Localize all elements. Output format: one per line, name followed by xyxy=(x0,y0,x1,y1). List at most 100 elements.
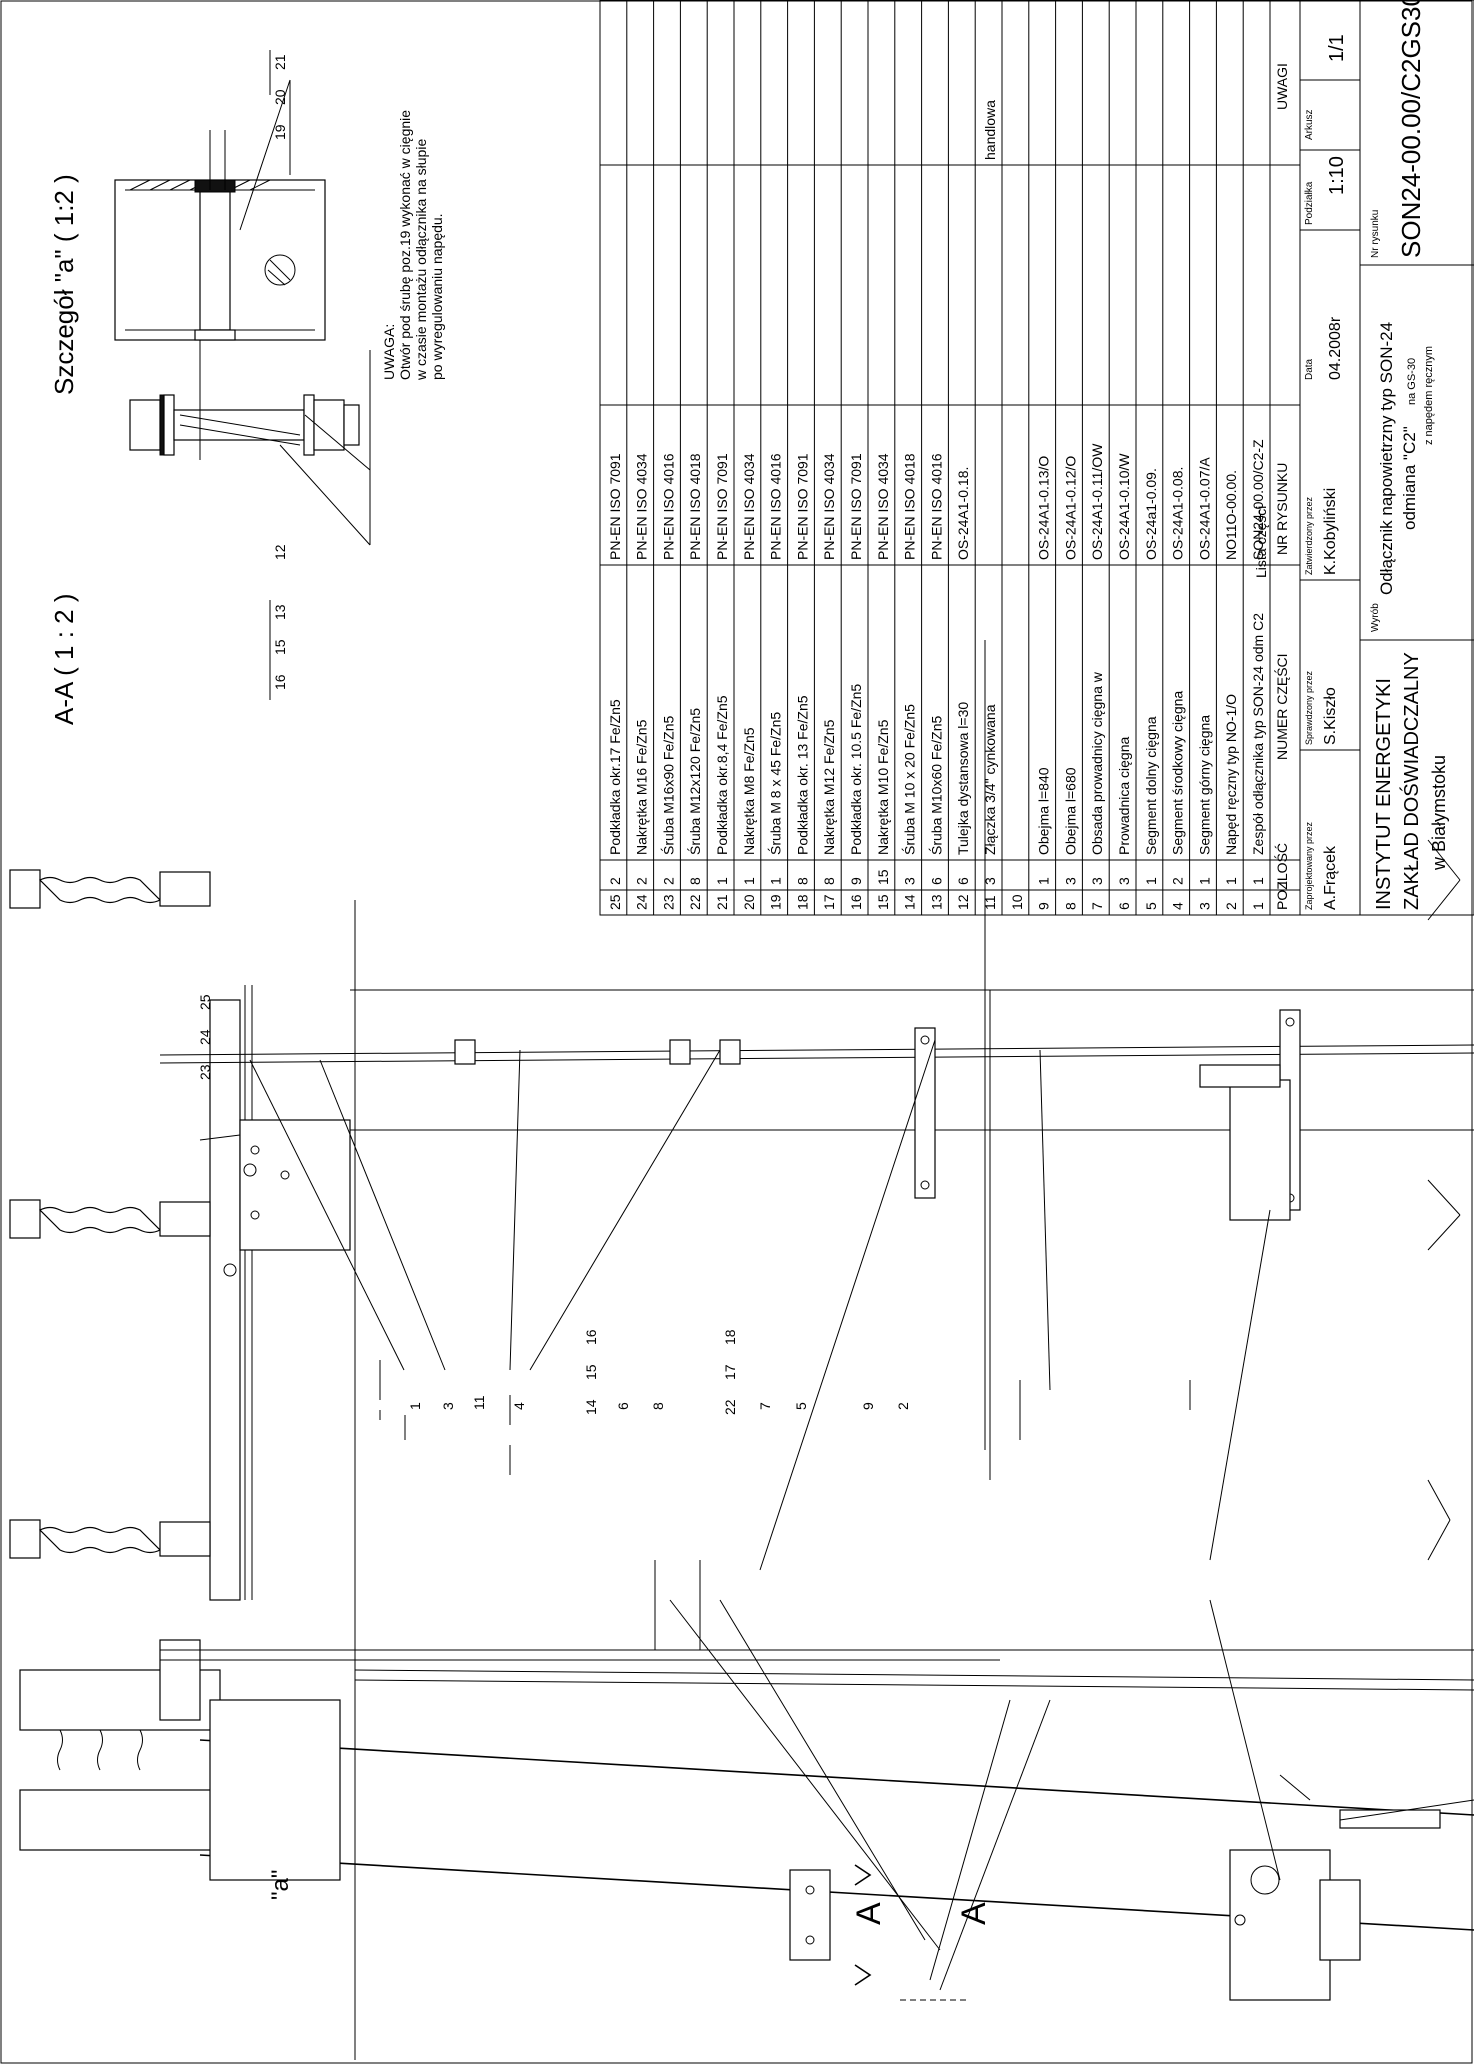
parts-row-ilosc: 2 xyxy=(1170,877,1186,885)
parts-row-poz: 6 xyxy=(1116,902,1132,910)
parts-row-name: Śruba M 10 x 20 Fe/Zn5 xyxy=(901,704,918,855)
note-line-1: Otwór pod śrubę poz.19 wykonać w cięgnie xyxy=(397,110,413,380)
parts-row-ilosc: 1 xyxy=(741,877,757,885)
parts-row-name: Podkładka okr. 10.5 Fe/Zn5 xyxy=(848,684,864,855)
callout-6: 6 xyxy=(615,1402,631,1410)
parts-row-number: OS-24A1-0.08. xyxy=(1170,467,1186,560)
parts-row-number: PN-EN ISO 7091 xyxy=(794,453,810,560)
date-value: 04.2008r xyxy=(1327,316,1344,380)
callout-1: 1 xyxy=(407,1402,423,1410)
da-callout-20: 20 xyxy=(272,89,288,105)
section-aa-title: A-A ( 1 : 2 ) xyxy=(49,594,79,726)
parts-row-ilosc: 1 xyxy=(1143,877,1159,885)
parts-row-ilosc: 15 xyxy=(875,869,891,885)
parts-row-number: PN-EN ISO 4016 xyxy=(660,453,676,560)
callout-17: 17 xyxy=(722,1364,738,1380)
aa-callout-16: 16 xyxy=(272,674,288,690)
title-block: Zaprojektowany przez A.Frącek Sprawdzony… xyxy=(1299,0,1474,916)
parts-row-name: Zespół odłącznika typ SON-24 odm C2 xyxy=(1250,613,1266,855)
parts-row-poz: 23 xyxy=(660,894,676,910)
parts-row-name: Tulejka dystansowa l=30 xyxy=(955,702,971,855)
callout-leaders xyxy=(199,1039,1281,1991)
parts-row-poz: 13 xyxy=(928,894,944,910)
product-line-3: z napędem ręcznym xyxy=(1423,346,1435,445)
note-title: UWAGA: xyxy=(381,324,397,380)
parts-row-number: SON24-00.00/C2-Z xyxy=(1250,439,1266,560)
parts-row-poz: 11 xyxy=(982,895,998,910)
parts-row-ilosc: 1 xyxy=(1250,877,1266,885)
parts-row-ilosc: 1 xyxy=(714,877,730,885)
callout-15-a: 15 xyxy=(583,1364,599,1380)
note-line-3: po wyregulowaniu napędu. xyxy=(429,213,445,380)
parts-row-name: Podkładka okr.17 Fe/Zn5 xyxy=(607,699,623,855)
callout-16-a: 16 xyxy=(583,1329,599,1345)
parts-row-number: PN-EN ISO 4016 xyxy=(768,453,784,560)
parts-row-poz: 12 xyxy=(955,894,971,910)
parts-row-number: OS-24a1-0.09. xyxy=(1143,468,1159,560)
parts-row-ilosc: 2 xyxy=(634,877,650,885)
parts-row-number: OS-24A1-0.07/A xyxy=(1196,457,1212,560)
section-cut-markers: A A "a" xyxy=(267,1774,1311,2001)
parts-row-poz: 21 xyxy=(714,894,730,910)
parts-row-name: Śruba M12x120 Fe/Zn5 xyxy=(686,708,703,855)
da-callout-19: 19 xyxy=(272,124,288,140)
company-line-1: INSTYTUT ENERGETYKI xyxy=(1373,678,1395,910)
parts-row-name: Segment środkowy cięgna xyxy=(1170,691,1186,855)
parts-row-name: Nakrętka M16 Fe/Zn5 xyxy=(634,719,650,855)
section-marker-left: A xyxy=(850,1902,888,1925)
checked-by-label: Sprawdzony przez xyxy=(1304,670,1314,745)
parts-row-poz: 2 xyxy=(1223,902,1239,910)
designed-by-label: Zaprojektowany przez xyxy=(1304,821,1314,910)
parts-row-poz: 1 xyxy=(1250,902,1266,910)
parts-row-poz: 4 xyxy=(1170,902,1186,910)
callout-22: 22 xyxy=(722,1399,738,1415)
callout-18: 18 xyxy=(722,1329,738,1345)
da-callout-21: 21 xyxy=(272,54,288,70)
parts-row-name: Podkładka okr. 13 Fe/Zn5 xyxy=(794,695,810,855)
side-elevation-view xyxy=(19,1639,1474,2001)
approved-by-label: Zatwierdzony przez xyxy=(1304,496,1314,575)
parts-row-poz: 9 xyxy=(1036,902,1052,910)
parts-row-ilosc: 1 xyxy=(1223,877,1239,885)
callout-24: 24 xyxy=(197,1029,213,1045)
drawing-no-label: Nr rysunku xyxy=(1370,210,1381,258)
parts-row-ilosc: 3 xyxy=(982,877,998,885)
parts-row-ilosc: 6 xyxy=(928,877,944,885)
parts-row-poz: 19 xyxy=(768,894,784,910)
parts-row-ilosc: 2 xyxy=(607,877,623,885)
parts-row-poz: 22 xyxy=(687,894,703,910)
disconnector-assembly-top-view xyxy=(9,869,1474,1601)
callout-2: 2 xyxy=(895,1402,911,1410)
parts-row-number: PN-EN ISO 4034 xyxy=(875,453,891,560)
parts-row-poz: 10 xyxy=(1009,894,1025,910)
parts-row-ilosc: 3 xyxy=(1089,877,1105,885)
parts-row-poz: 18 xyxy=(794,894,810,910)
parts-row-name: Śruba M10x60 Fe/Zn5 xyxy=(927,715,944,855)
date-label: Data xyxy=(1304,358,1315,380)
parts-row-name: Nakrętka M12 Fe/Zn5 xyxy=(821,719,837,855)
drawing-number: SON24-00.00/C2GS30 xyxy=(1396,0,1426,258)
parts-row-number: OS-24A1-0.11/OW xyxy=(1089,443,1105,560)
parts-row-ilosc: 3 xyxy=(1062,877,1078,885)
parts-row-number: PN-EN ISO 4034 xyxy=(821,453,837,560)
aa-callout-12: 12 xyxy=(272,544,288,560)
parts-row-number: PN-EN ISO 7091 xyxy=(714,453,730,560)
parts-row-name: Śruba M 8 x 45 Fe/Zn5 xyxy=(767,712,784,855)
parts-row-number: OS-24A1-0.12/O xyxy=(1062,456,1078,560)
parts-row-ilosc: 8 xyxy=(687,877,703,885)
parts-row-number: OS-24A1-0.13/O xyxy=(1036,456,1052,560)
parts-row-ilosc: 2 xyxy=(660,877,676,885)
parts-row-poz: 15 xyxy=(875,894,891,910)
parts-row-ilosc: 1 xyxy=(768,877,784,885)
parts-row-ilosc: 3 xyxy=(902,877,918,885)
parts-row-ilosc: 9 xyxy=(848,877,864,885)
parts-row-poz: 8 xyxy=(1062,902,1078,910)
parts-table-row-lines xyxy=(626,0,1271,915)
parts-row-name: Śruba M16x90 Fe/Zn5 xyxy=(659,715,676,855)
scale-label: Podziałka xyxy=(1304,181,1315,225)
parts-row-ilosc: 8 xyxy=(821,877,837,885)
product-line-1: Odłącznik napowietrzny typ SON-24 xyxy=(1377,322,1396,595)
parts-row-name: Prowadnica cięgna xyxy=(1116,736,1132,855)
assembly-note: UWAGA: Otwór pod śrubę poz.19 wykonać w … xyxy=(381,110,445,381)
header-uwagi: UWAGI xyxy=(1274,63,1290,110)
